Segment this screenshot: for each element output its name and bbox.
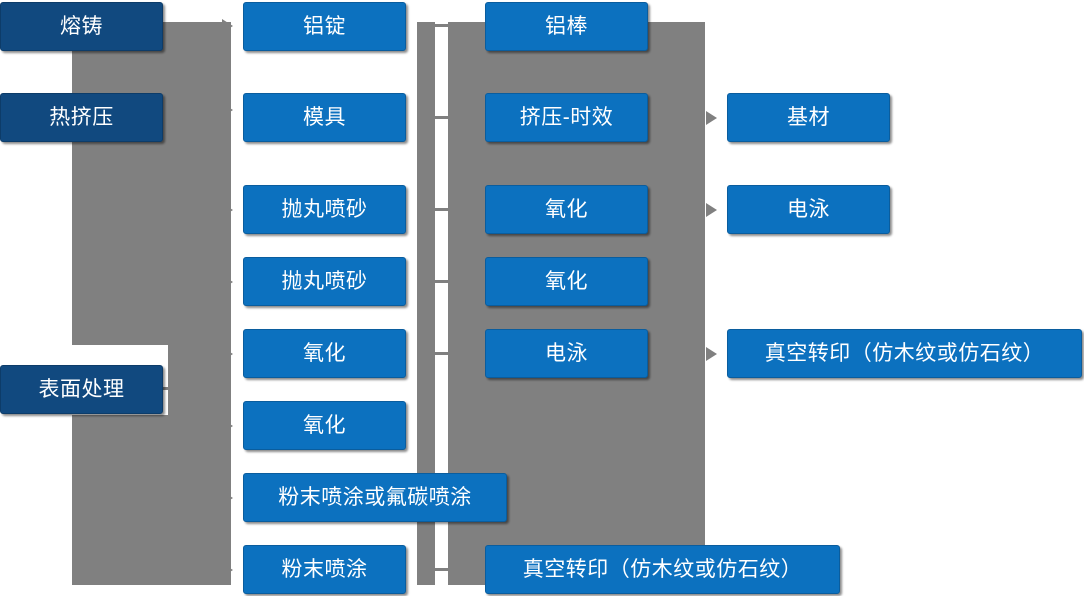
- node-label: 氧化: [303, 414, 346, 437]
- tick-row-4: [430, 280, 454, 283]
- node-paowan-1[interactable]: 抛丸喷砂: [243, 185, 406, 234]
- node-muju[interactable]: 模具: [243, 93, 406, 142]
- node-label: 热挤压: [49, 106, 114, 129]
- arrow-to-luding: [222, 19, 233, 33]
- node-dianyong-1[interactable]: 电泳: [485, 329, 648, 378]
- node-label: 真空转印（仿木纹或仿石纹）: [764, 342, 1045, 365]
- arrow-to-yanghua2: [222, 419, 233, 433]
- node-luding[interactable]: 铝锭: [243, 2, 406, 51]
- node-label: 铝锭: [303, 15, 346, 38]
- node-fenmo-futan[interactable]: 粉末喷涂或氟碳喷涂: [243, 473, 507, 522]
- stem-biaomian-to-band: [163, 387, 185, 390]
- tick-row-5: [430, 352, 454, 355]
- node-label: 粉末喷涂: [281, 558, 368, 581]
- arrow-to-paowan2: [222, 275, 233, 289]
- node-label: 挤压-时效: [519, 106, 614, 129]
- arrow-to-paowan1: [222, 203, 233, 217]
- arrow-to-jicai: [706, 111, 717, 125]
- node-yanghua-2[interactable]: 氧化: [243, 401, 406, 450]
- node-yanghua-1[interactable]: 氧化: [243, 329, 406, 378]
- node-label: 熔铸: [60, 15, 103, 38]
- arrow-to-fenmo-futan: [222, 491, 233, 505]
- tick-row-3: [430, 208, 454, 211]
- node-paowan-2[interactable]: 抛丸喷砂: [243, 257, 406, 306]
- tick-row-6: [430, 568, 454, 571]
- node-fenmo[interactable]: 粉末喷涂: [243, 545, 406, 594]
- node-rongzhu[interactable]: 熔铸: [0, 2, 163, 51]
- node-label: 氧化: [303, 342, 346, 365]
- node-label: 基材: [787, 106, 830, 129]
- node-zhuanyin-2[interactable]: 真空转印（仿木纹或仿石纹）: [727, 329, 1082, 378]
- node-label: 抛丸喷砂: [281, 270, 368, 293]
- node-label: 模具: [303, 106, 346, 129]
- node-label: 氧化: [545, 198, 588, 221]
- node-jiya-shixiao[interactable]: 挤压-时效: [485, 93, 648, 142]
- node-label: 真空转印（仿木纹或仿石纹）: [522, 558, 803, 581]
- node-yanghua-3[interactable]: 氧化: [485, 185, 648, 234]
- node-dianyong-2[interactable]: 电泳: [727, 185, 890, 234]
- node-zhuanyin-1[interactable]: 真空转印（仿木纹或仿石纹）: [485, 545, 840, 594]
- node-label: 粉末喷涂或氟碳喷涂: [278, 486, 472, 509]
- node-label: 电泳: [545, 342, 588, 365]
- node-rejiya[interactable]: 热挤压: [0, 93, 163, 142]
- node-label: 抛丸喷砂: [281, 198, 368, 221]
- arrow-rongzhu-to-rejiya: [72, 70, 86, 80]
- node-jicai[interactable]: 基材: [727, 93, 890, 142]
- node-label: 表面处理: [38, 378, 125, 401]
- connector-band-left-notch: [72, 345, 168, 367]
- arrow-to-yanghua1: [222, 347, 233, 361]
- node-label: 电泳: [787, 198, 830, 221]
- tick-row-2: [430, 116, 454, 119]
- node-label: 铝棒: [545, 15, 588, 38]
- connector-band-mid-a: [417, 22, 435, 585]
- arrow-to-dianyong2: [706, 203, 717, 217]
- arrow-into-biaomian: [72, 332, 86, 342]
- node-lubang[interactable]: 铝棒: [485, 2, 648, 51]
- node-yanghua-4[interactable]: 氧化: [485, 257, 648, 306]
- node-label: 氧化: [545, 270, 588, 293]
- arrow-to-zhuanyin2: [706, 347, 717, 361]
- arrow-to-muju: [222, 103, 233, 117]
- tick-row-1: [430, 24, 454, 27]
- node-biaomian[interactable]: 表面处理: [0, 365, 163, 414]
- arrow-to-fenmo: [222, 563, 233, 577]
